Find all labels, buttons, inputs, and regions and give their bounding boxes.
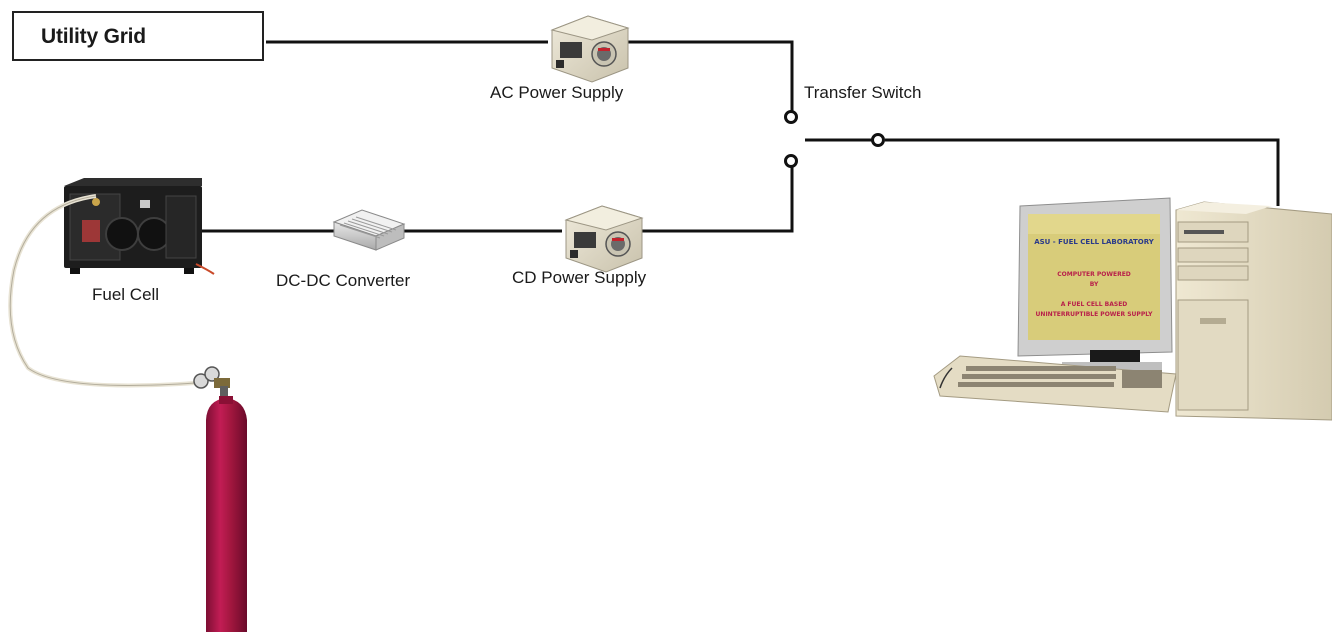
cd-power-supply-label: CD Power Supply [512,268,646,288]
fuel-cell-label: Fuel Cell [92,285,159,305]
computer-image: ASU - FUEL CELL LABORATORY COMPUTER POWE… [934,198,1332,420]
transfer-switch-label: Transfer Switch [804,83,921,103]
dc-dc-converter-label: DC-DC Converter [276,271,410,291]
ac-power-supply-label: AC Power Supply [490,83,623,103]
utility-grid-label: Utility Grid [41,25,146,49]
computer-feed-line [885,140,1278,206]
ac-psu-to-switch-line [628,42,792,112]
screen-line-1: COMPUTER POWERED [1057,271,1131,278]
switch-contact-upper [786,112,797,123]
screen-line-4: UNINTERRUPTIBLE POWER SUPPLY [1036,311,1154,318]
utility-grid-box: Utility Grid [12,11,264,61]
switch-contact-output [873,135,884,146]
fuel-cell-image [64,178,214,274]
ac-power-supply-image [552,16,628,82]
screen-line-2: BY [1090,281,1099,288]
switch-contact-lower [786,156,797,167]
gas-cylinder-image [194,367,247,632]
dc-dc-converter-image [334,210,404,250]
screen-line-3: A FUEL CELL BASED [1061,301,1128,308]
cd-power-supply-image [566,206,642,272]
screen-title: ASU - FUEL CELL LABORATORY [1034,238,1155,246]
cd-psu-to-switch-line [642,167,792,231]
